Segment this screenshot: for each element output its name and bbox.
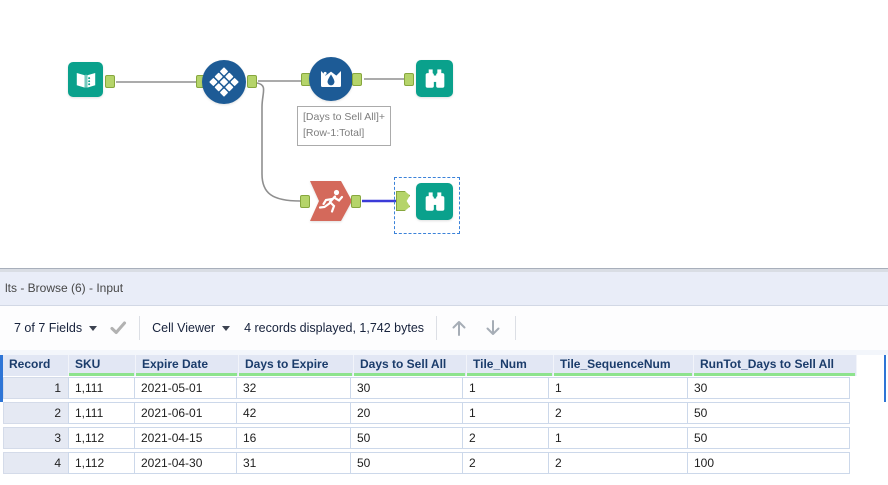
data-cell[interactable]: 1	[462, 377, 549, 399]
data-cell[interactable]: 1,111	[68, 377, 135, 399]
data-cell[interactable]: 1,111	[68, 402, 135, 424]
cell-viewer-label: Cell Viewer	[152, 321, 216, 335]
annotation-box[interactable]: [Days to Sell All]+ [Row-1:Total]	[297, 106, 391, 146]
data-cell[interactable]: 100	[687, 452, 850, 474]
data-cell[interactable]: 2	[548, 452, 688, 474]
data-cell[interactable]: 16	[236, 427, 351, 449]
tile-output-anchor[interactable]	[247, 75, 257, 88]
record-number-cell[interactable]: 4	[3, 452, 69, 474]
data-cell[interactable]: 1,112	[68, 427, 135, 449]
data-cell[interactable]: 20	[350, 402, 463, 424]
data-cell[interactable]: 30	[687, 377, 850, 399]
annotation-line-2: [Row-1:Total]	[303, 126, 365, 139]
data-cell[interactable]: 1	[548, 377, 688, 399]
column-header[interactable]: Record	[3, 355, 69, 376]
data-cell[interactable]: 2	[548, 402, 688, 424]
data-quality-bar	[354, 373, 465, 376]
tile-diamonds-icon	[209, 67, 239, 97]
multi-row-formula-crown-icon	[321, 71, 341, 87]
fields-dropdown[interactable]: 7 of 7 Fields	[14, 321, 98, 335]
column-header[interactable]: Tile_SequenceNum	[554, 355, 694, 376]
checkmark-icon[interactable]	[109, 320, 127, 336]
toolbar-separator	[515, 316, 517, 340]
results-toolbar: 7 of 7 Fields Cell Viewer 4 records disp…	[0, 306, 888, 350]
data-cell[interactable]: 1	[462, 402, 549, 424]
data-cell[interactable]: 1,112	[68, 452, 135, 474]
tile-tool[interactable]	[202, 60, 246, 104]
formula-output-anchor[interactable]	[352, 73, 362, 86]
toolbar-separator	[139, 316, 141, 340]
data-cell[interactable]: 50	[350, 427, 463, 449]
current-record-indicator-right	[884, 355, 886, 402]
data-cell[interactable]: 50	[687, 427, 850, 449]
browse-tool-selected[interactable]	[416, 183, 453, 220]
input-output-anchor[interactable]	[105, 75, 115, 88]
selection-rectangle	[394, 177, 460, 234]
data-cell[interactable]: 2021-04-30	[134, 452, 237, 474]
chevron-down-icon	[89, 325, 98, 331]
data-cell[interactable]: 50	[350, 452, 463, 474]
workflow-canvas[interactable]: [Days to Sell All]+ [Row-1:Total]	[0, 0, 888, 268]
data-quality-bar	[136, 373, 237, 376]
annotation-line-1: [Days to Sell All]+	[303, 111, 385, 123]
current-record-indicator-left	[0, 355, 3, 402]
data-cell[interactable]: 32	[236, 377, 351, 399]
data-cell[interactable]: 42	[236, 402, 351, 424]
arrow-down-icon[interactable]	[483, 318, 503, 338]
browse-binoculars-icon	[425, 68, 444, 88]
data-cell[interactable]: 2021-06-01	[134, 402, 237, 424]
arrow-up-icon[interactable]	[449, 318, 469, 338]
column-header[interactable]: Tile_Num	[467, 355, 554, 376]
data-cell[interactable]: 1	[548, 427, 688, 449]
data-cell[interactable]: 2	[462, 427, 549, 449]
browse-binoculars-icon	[425, 191, 444, 211]
record-number-cell[interactable]: 3	[3, 427, 69, 449]
data-cell[interactable]: 2021-04-15	[134, 427, 237, 449]
grid-top-strip	[0, 350, 888, 355]
column-header[interactable]: Days to Expire	[239, 355, 354, 376]
record-number-cell[interactable]: 1	[3, 377, 69, 399]
connection-tile-to-running-total[interactable]	[256, 82, 301, 202]
results-panel-title: lts - Browse (6) - Input	[0, 272, 888, 306]
fields-dropdown-label: 7 of 7 Fields	[14, 321, 83, 335]
input-data-tool[interactable]	[68, 62, 103, 97]
column-header[interactable]: SKU	[69, 355, 136, 376]
browse-tool-top[interactable]	[416, 60, 453, 97]
running-total-output-anchor[interactable]	[351, 195, 361, 208]
record-number-cell[interactable]: 2	[3, 402, 69, 424]
data-quality-bar	[239, 373, 352, 376]
input-data-book-icon	[76, 72, 95, 88]
running-total-input-anchor[interactable]	[300, 195, 310, 208]
data-quality-bar	[694, 373, 855, 376]
records-info: 4 records displayed, 1,742 bytes	[244, 321, 425, 335]
results-panel: lts - Browse (6) - Input 7 of 7 Fields C…	[0, 268, 888, 485]
running-total-runner-icon	[310, 181, 352, 221]
data-cell[interactable]: 50	[687, 402, 850, 424]
cell-viewer-dropdown[interactable]: Cell Viewer	[152, 321, 231, 335]
data-quality-bar	[69, 373, 134, 376]
chevron-down-icon	[222, 325, 231, 331]
data-cell[interactable]: 30	[350, 377, 463, 399]
data-cell[interactable]: 2	[462, 452, 549, 474]
multi-row-formula-tool[interactable]	[309, 57, 353, 101]
running-total-tool[interactable]	[309, 179, 353, 223]
toolbar-separator	[436, 316, 438, 340]
data-cell[interactable]: 2021-05-01	[134, 377, 237, 399]
column-header[interactable]: Days to Sell All	[354, 355, 467, 376]
column-header[interactable]: Expire Date	[136, 355, 239, 376]
panel-splitter[interactable]	[0, 268, 888, 272]
data-quality-bar	[467, 373, 552, 376]
connection-lines	[116, 78, 405, 203]
browse-top-input-anchor[interactable]	[404, 73, 414, 86]
data-cell[interactable]: 31	[236, 452, 351, 474]
column-header[interactable]: RunTot_Days to Sell All	[694, 355, 857, 376]
data-quality-bar	[554, 373, 692, 376]
